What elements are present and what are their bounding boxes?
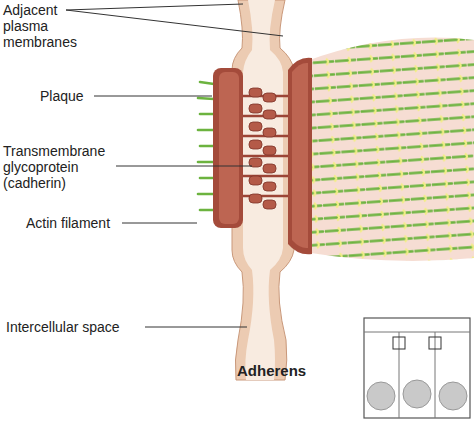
part-label: Actin filament [26, 215, 136, 231]
part-label: Adjacent plasma membranes [3, 2, 93, 50]
inset-thumbnail [364, 318, 470, 418]
part-label: Transmembrane glycoprotein (cadherin) [3, 143, 115, 191]
part-label: Plaque [40, 88, 100, 104]
part-label: Intercellular space [6, 319, 156, 335]
figure-caption: Adherens [237, 362, 306, 379]
